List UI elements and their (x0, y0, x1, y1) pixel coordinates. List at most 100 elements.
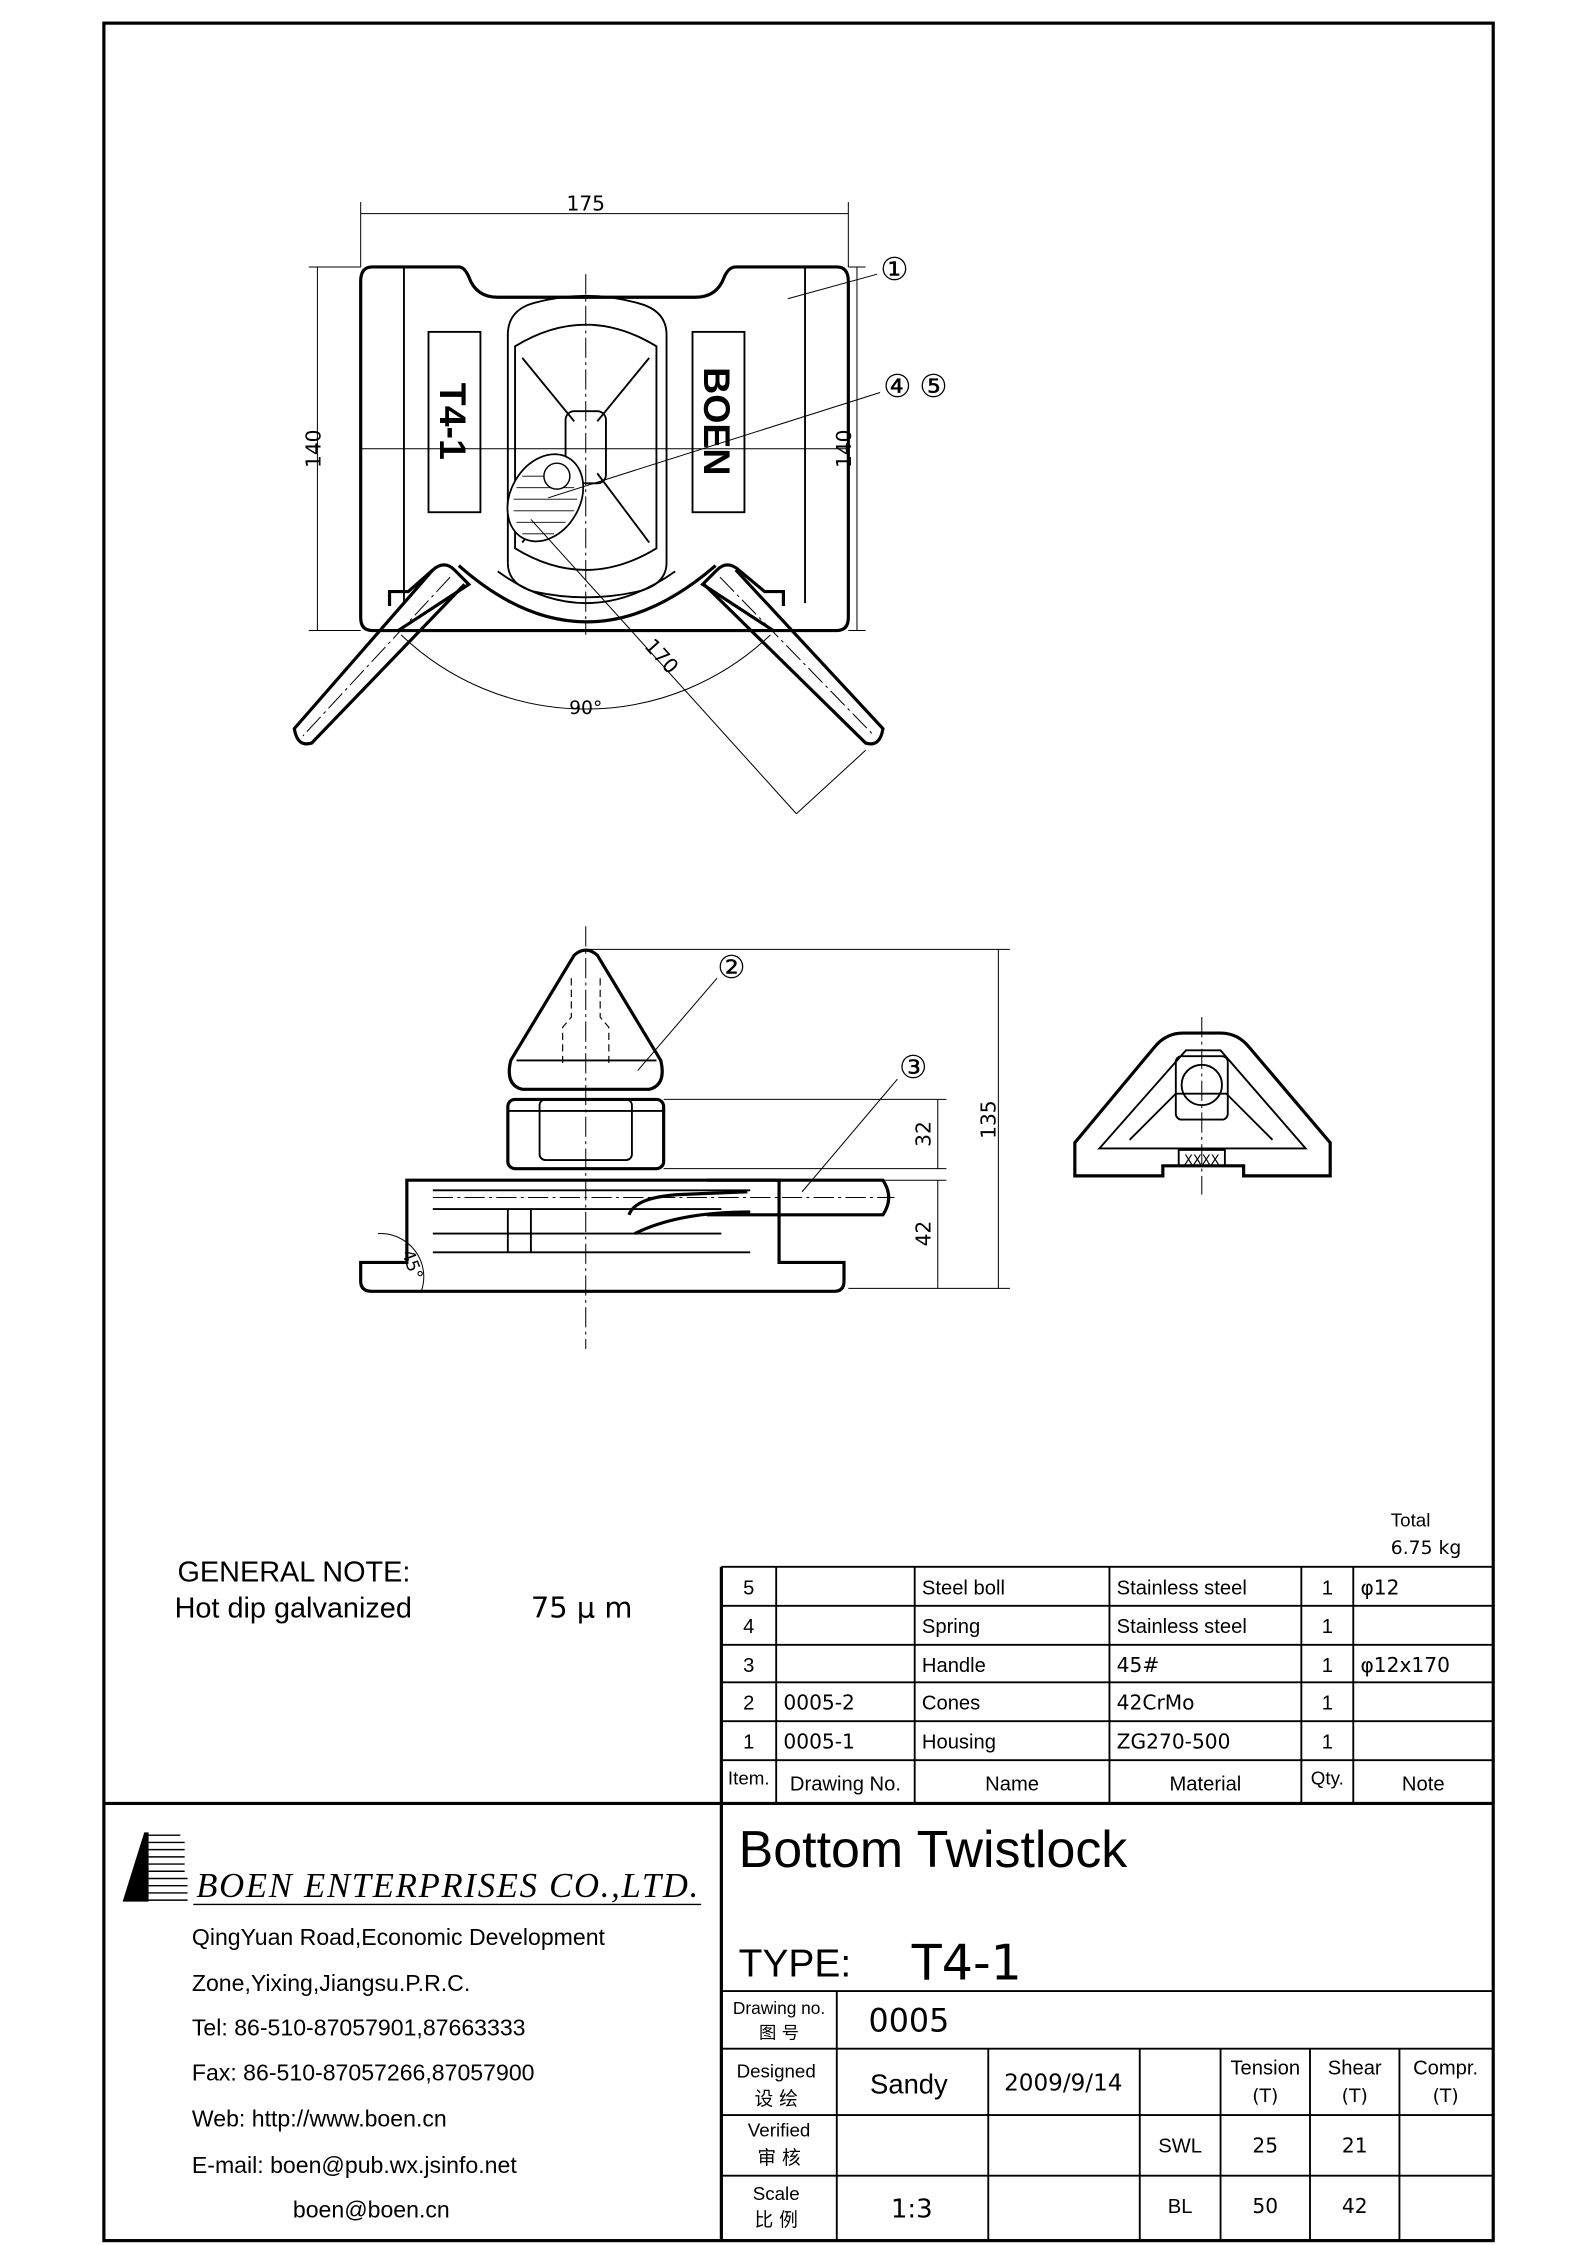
parts-cell-item: 5 (743, 1577, 754, 1599)
parts-cell-name: Spring (922, 1616, 980, 1638)
parts-header-qty: Qty. (1311, 1768, 1344, 1789)
company-block: BOEN ENTERPRISES CO.,LTD. QingYuan Road,… (122, 1832, 702, 2223)
company-tel: Tel: 86-510-87057901,87663333 (192, 2015, 526, 2041)
parts-cell-material: Stainless steel (1117, 1577, 1247, 1599)
parts-cell-name: Cones (922, 1693, 980, 1715)
swl-tension: 25 (1252, 2134, 1278, 2158)
parts-cell-drawing-no: 0005-1 (783, 1730, 855, 1754)
parts-header-note: Note (1402, 1773, 1445, 1795)
parts-cell-qty: 1 (1322, 1616, 1333, 1638)
drawing-no-value: 0005 (869, 2003, 950, 2039)
title-block: Bottom Twistlock TYPE: T4-1 Drawing no. … (103, 1566, 1494, 2241)
parts-cell-qty: 1 (1322, 1577, 1333, 1599)
end-view: XXXX (1073, 1017, 1332, 1195)
scale-label-cn: 比 例 (754, 2209, 797, 2231)
housing-side (359, 1178, 846, 1293)
marking-boen: BOEN (696, 367, 738, 475)
company-name: BOEN ENTERPRISES CO.,LTD. (196, 1867, 698, 1905)
dim-upper-32: 32 (912, 1121, 936, 1147)
scale-label: Scale (753, 2183, 800, 2204)
parts-cell-qty: 1 (1322, 1693, 1333, 1715)
parts-cell-item: 1 (743, 1732, 754, 1754)
parts-cell-name: Handle (922, 1655, 986, 1677)
col-tension: Tension (1230, 2058, 1300, 2080)
type-value: T4-1 (911, 1933, 1022, 1991)
designed-label: Designed (737, 2061, 816, 2082)
bl-label: BL (1168, 2196, 1193, 2218)
design-date: 2009/9/14 (1004, 2071, 1122, 2097)
swl-shear: 21 (1342, 2134, 1368, 2158)
weight-label: Total (1391, 1509, 1431, 1530)
general-note-text: Hot dip galvanized (175, 1592, 412, 1624)
scale-value: 1:3 (891, 2195, 933, 2225)
dim-angle-90: 90° (569, 698, 602, 719)
balloon-5: ⑤ (919, 369, 947, 405)
swl-label: SWL (1158, 2136, 1202, 2158)
company-fax: Fax: 86-510-87057266,87057900 (192, 2059, 535, 2085)
balloon-2: ② (717, 950, 745, 986)
parts-header-item: Item. (728, 1768, 770, 1789)
verified-label-cn: 审 核 (757, 2147, 801, 2169)
company-email-1[interactable]: E-mail: boen@pub.wx.jsinfo.net (192, 2152, 517, 2178)
company-logo (122, 1832, 702, 1906)
drawing-no-label: Drawing no. (733, 1998, 825, 2018)
col-shear-unit: (T) (1342, 2086, 1368, 2107)
col-compr: Compr. (1413, 2058, 1478, 2080)
company-email-2[interactable]: boen@boen.cn (293, 2197, 450, 2223)
handle-left (292, 568, 466, 746)
dim-height-left-140: 140 (301, 429, 325, 468)
bl-shear: 42 (1342, 2194, 1368, 2218)
parts-cell-qty: 1 (1322, 1732, 1333, 1754)
dim-total-135: 135 (976, 1100, 1000, 1139)
general-note-thickness: 75 μ m (531, 1590, 633, 1624)
designer-name: Sandy (870, 2068, 948, 2099)
sheet-border (102, 21, 1495, 2243)
dim-handle-170: 170 (640, 634, 684, 679)
parts-header-drawing-no: Drawing No. (790, 1773, 901, 1795)
company-web[interactable]: Web: http://www.boen.cn (192, 2106, 447, 2132)
parts-header-material: Material (1169, 1773, 1241, 1795)
parts-cell-note: φ12x170 (1360, 1653, 1449, 1677)
general-note-title: GENERAL NOTE: (177, 1556, 410, 1588)
dim-angle-45: 45° (397, 1247, 426, 1283)
parts-cell-material: 45# (1117, 1653, 1160, 1677)
col-compr-unit: (T) (1433, 2086, 1459, 2107)
drawing-no-label-cn: 图 号 (759, 2024, 799, 2044)
verified-label: Verified (748, 2120, 811, 2141)
weight-value: 6.75 kg (1391, 1538, 1461, 1559)
parts-cell-name: Housing (922, 1732, 996, 1754)
marking-t4-1: T4-1 (432, 383, 474, 460)
top-view: T4-1 BOEN 175 (292, 192, 948, 815)
balloon-1: ① (880, 252, 908, 288)
parts-cell-material: 42CrMo (1117, 1691, 1195, 1715)
balloon-4: ④ (883, 369, 911, 405)
cone (507, 948, 664, 1091)
parts-cell-item: 3 (743, 1655, 754, 1677)
dim-height-right-140: 140 (832, 429, 856, 468)
dim-width-175: 175 (566, 192, 605, 216)
parts-cell-item: 2 (743, 1693, 754, 1715)
marking-plate-right (691, 330, 746, 514)
company-address-2: Zone,Yixing,Jiangsu.P.R.C. (192, 1970, 470, 1996)
parts-header-name: Name (985, 1773, 1039, 1795)
parts-cell-material: ZG270-500 (1117, 1730, 1231, 1754)
type-label: TYPE: (739, 1943, 852, 1986)
marking-plate-left (427, 330, 482, 514)
side-view: 135 32 42 45° ② ③ (359, 926, 1010, 1350)
parts-cell-item: 4 (743, 1616, 754, 1638)
company-address-1: QingYuan Road,Economic Development (192, 1924, 606, 1950)
col-tension-unit: (T) (1252, 2086, 1278, 2107)
handle-right (702, 568, 885, 746)
parts-cell-drawing-no: 0005-2 (783, 1691, 855, 1715)
balloon-3: ③ (899, 1050, 927, 1086)
bl-tension: 50 (1252, 2194, 1278, 2218)
parts-cell-name: Steel boll (922, 1577, 1005, 1599)
col-shear: Shear (1328, 2058, 1382, 2080)
drawing-title: Bottom Twistlock (739, 1821, 1129, 1879)
dim-lower-42: 42 (912, 1221, 936, 1247)
parts-cell-note: φ12 (1360, 1575, 1399, 1599)
parts-cell-qty: 1 (1322, 1655, 1333, 1677)
designed-label-cn: 设 绘 (754, 2088, 797, 2110)
